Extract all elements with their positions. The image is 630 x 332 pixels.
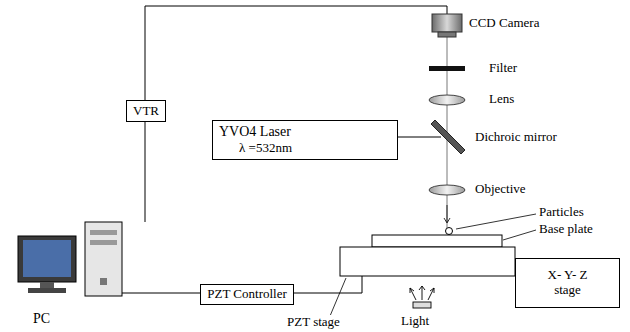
lens-symbol xyxy=(429,95,465,105)
box-text: PZT Controller xyxy=(207,287,287,302)
beam-arrow xyxy=(444,205,450,223)
pzt-stage xyxy=(340,247,515,276)
filter-plate xyxy=(429,66,465,71)
dichroic-mirror-symbol xyxy=(431,120,465,154)
device-box: YVO4 Laserλ =532nm xyxy=(212,120,398,160)
part-label: PZT stage xyxy=(286,315,341,330)
box-text: λ =532nm xyxy=(219,141,391,156)
part-label: PC xyxy=(32,311,51,327)
part-label: Lens xyxy=(488,92,515,107)
part-label: Dichroic mirror xyxy=(474,130,558,145)
device-box: X- Y- Zstage xyxy=(515,258,620,308)
box-text: X- Y- Z xyxy=(522,268,613,283)
part-label: Light xyxy=(400,314,430,329)
ccd-camera-icon xyxy=(432,14,462,37)
objective-lens xyxy=(429,185,465,195)
particle xyxy=(446,228,453,235)
box-text: stage xyxy=(522,283,613,298)
box-text: YVO4 Laser xyxy=(219,124,391,140)
box-text: VTR xyxy=(133,104,159,119)
part-label: Particles xyxy=(538,205,585,220)
part-label: Base plate xyxy=(538,222,594,237)
leader-lines xyxy=(330,214,536,316)
pc-computer xyxy=(18,222,122,296)
device-box: PZT Controller xyxy=(200,284,294,305)
part-label: CCD Camera xyxy=(468,16,540,31)
part-label: Objective xyxy=(474,182,527,197)
part-label: Filter xyxy=(488,61,518,76)
device-box: VTR xyxy=(126,100,166,122)
base-plate xyxy=(372,235,502,247)
light-source xyxy=(410,286,434,308)
